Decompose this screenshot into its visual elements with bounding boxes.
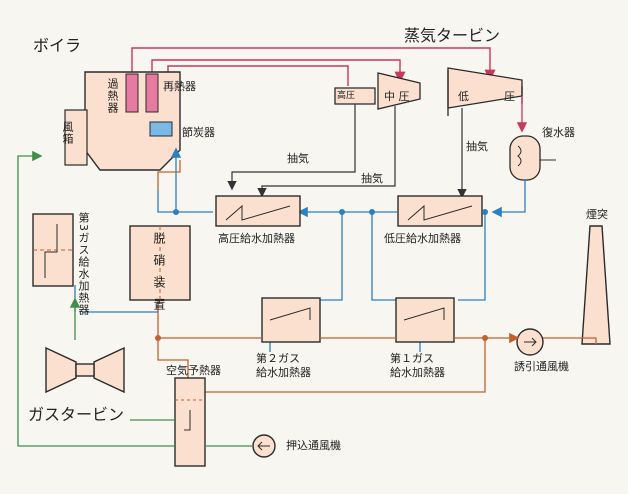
- air-preheater: [174, 377, 206, 467]
- id-fan: [516, 328, 544, 356]
- gas-heater-2: [261, 297, 321, 343]
- id-fan-label: 誘引通風機: [514, 360, 569, 373]
- turbine-ip: [377, 72, 421, 110]
- fd-fan-label: 押込通風機: [286, 439, 341, 452]
- turbine-hp: [334, 87, 376, 105]
- steam-turbine-label: 蒸気タービン: [404, 26, 501, 45]
- gas-heater-3-label: 第3ガス給水加熱器: [77, 212, 90, 316]
- extraction-label-1: 抽気: [287, 152, 309, 165]
- junction-dots: [173, 209, 488, 215]
- boiler-label: ボイラ: [33, 36, 82, 55]
- gas-heater-2-label-1: 第２ガス: [256, 352, 300, 365]
- gas-heater-3: [32, 213, 74, 287]
- stack: [581, 225, 611, 345]
- turbine-lp-low-label: 低: [458, 90, 469, 103]
- gas-heater-1-label-2: 給水加熱器: [390, 366, 445, 379]
- lp-heater: [397, 195, 483, 227]
- stack-label: 煙突: [586, 208, 608, 221]
- superheater-coil: [125, 73, 139, 113]
- condenser: [509, 135, 556, 181]
- extraction-lines: [227, 104, 467, 199]
- gas-heater-1: [395, 297, 455, 343]
- turbine-lp-high-label: 圧: [504, 90, 515, 103]
- turbine-ip-label: 中 圧: [384, 90, 410, 103]
- boiler: [64, 71, 181, 171]
- turbine-hp-label: 高圧: [337, 91, 356, 101]
- superheater-label: 過熱器: [106, 78, 119, 114]
- hp-heater: [215, 195, 301, 227]
- air-lines: [17, 150, 253, 447]
- extraction-label-3: 抽気: [466, 140, 488, 153]
- extraction-label-2: 抽気: [361, 172, 383, 185]
- gas-heater-1-label-1: 第１ガス: [390, 352, 434, 365]
- denox-label: 脱硝装置: [152, 232, 166, 320]
- gas-turbine: [45, 346, 125, 394]
- reheater-coil: [145, 73, 159, 113]
- air-preheater-label: 空気予熱器: [166, 364, 221, 377]
- fd-fan: [252, 434, 276, 458]
- lp-heater-label: 低圧給水加熱器: [384, 232, 461, 245]
- steam-lines: [131, 47, 496, 86]
- denox-unit: [129, 225, 191, 301]
- windbox-label: 風箱: [61, 121, 74, 145]
- exhaust-lines: [157, 160, 597, 393]
- hp-heater-label: 高圧給水加熱器: [218, 232, 295, 245]
- economizer-label: 節炭器: [182, 126, 215, 139]
- gas-turbine-label: ガスタービン: [28, 405, 125, 424]
- gas-heater-2-label-2: 給水加熱器: [256, 366, 311, 379]
- reheater-label: 再熱器: [163, 80, 196, 93]
- steam-turbine: [334, 67, 523, 116]
- condenser-label: 復水器: [542, 126, 575, 139]
- economizer-coil: [149, 121, 173, 137]
